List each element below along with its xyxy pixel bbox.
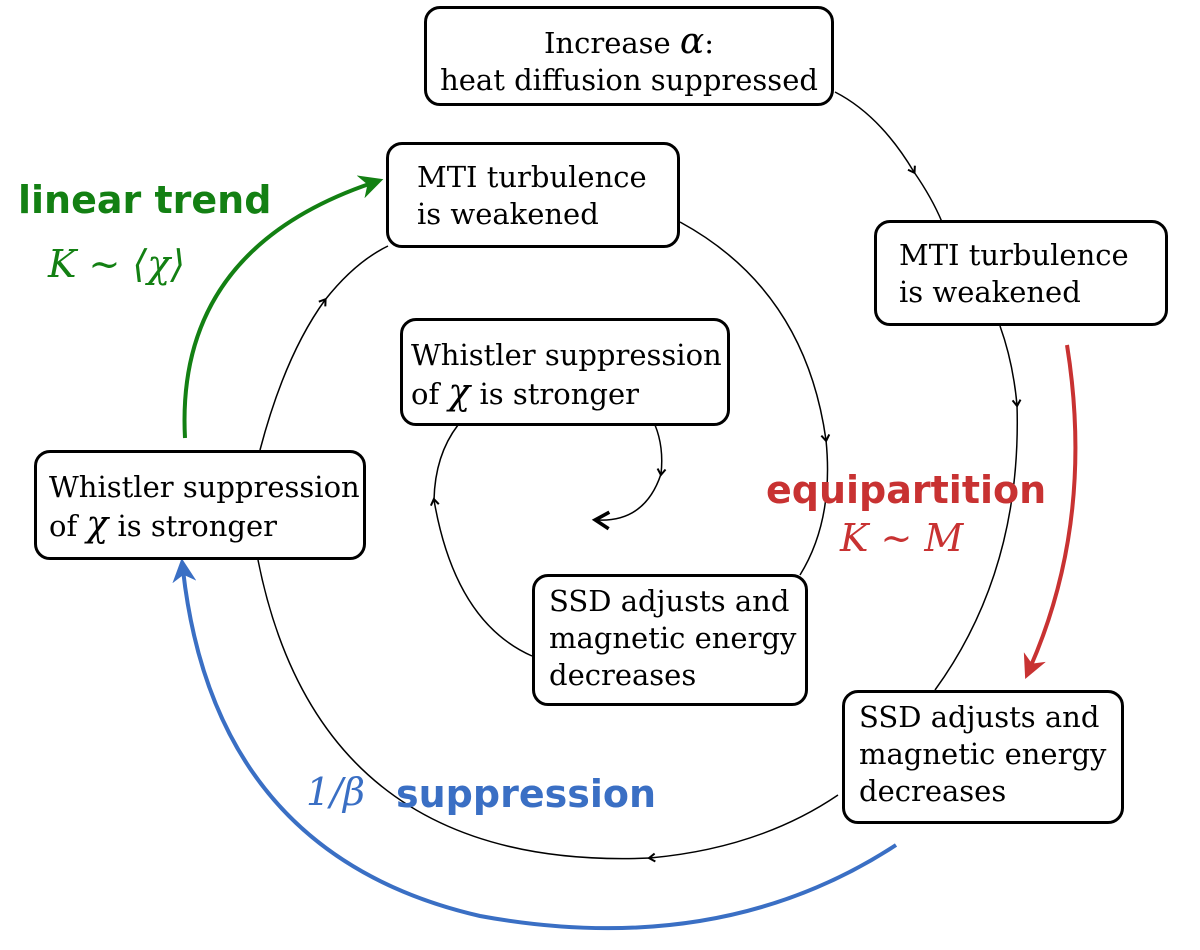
equipartition-arrow: [1023, 344, 1078, 679]
colon: :: [704, 26, 715, 60]
ssd-inner-line3: decreases: [549, 658, 697, 692]
suppression-formula: 1/β: [306, 770, 365, 814]
ssd-outer-box: SSD adjusts and magnetic energy decrease…: [842, 690, 1124, 824]
alpha-symbol: α: [679, 21, 705, 62]
ssd-outer-line2: magnetic energy: [859, 737, 1107, 771]
whistler-outer-line1: Whistler suppression: [49, 470, 360, 504]
mti-middle-line2: is weakened: [417, 197, 599, 231]
whistler-inner-line1: Whistler suppression: [411, 338, 722, 372]
chi-symbol-inner: χ: [448, 372, 471, 413]
mti-middle-line1: MTI turbulence: [417, 160, 647, 194]
ssd-inner-box: SSD adjusts and magnetic energy decrease…: [532, 574, 808, 706]
ssd-inner-line1: SSD adjusts and: [549, 584, 790, 618]
equipartition-title: equipartition: [766, 468, 1047, 512]
arrow-whistler-to-mti: [259, 297, 327, 451]
suppression-title: suppression: [396, 772, 657, 816]
increase-alpha-box: Increase α: heat diffusion suppressed: [424, 6, 834, 106]
increase-label: Increase: [543, 26, 680, 60]
suppression-arrow: [172, 558, 898, 931]
heat-diffusion-text: heat diffusion suppressed: [440, 63, 818, 97]
arrow-ssd-to-whistler-inner: [429, 497, 533, 657]
linear-trend-formula: K ∼ ⟨χ⟩: [48, 242, 186, 286]
whistler-outer-box: Whistler suppression of χ is stronger: [34, 450, 366, 560]
equipartition-formula: K ∼ M: [840, 516, 964, 560]
ssd-outer-line1: SSD adjusts and: [859, 700, 1100, 734]
ssd-outer-line3: decreases: [859, 774, 1007, 808]
linear-trend-title: linear trend: [18, 178, 272, 222]
whistler-outer-pre: of: [49, 509, 87, 543]
whistler-inner-box: Whistler suppression of χ is stronger: [400, 318, 730, 426]
mti-outer-line1: MTI turbulence: [899, 238, 1129, 272]
arrow-alpha-to-mti: [834, 91, 916, 175]
whistler-inner-pre: of: [411, 377, 449, 411]
chi-symbol: χ: [86, 504, 109, 545]
whistler-outer-post: is stronger: [108, 509, 277, 543]
mti-middle-box: MTI turbulence is weakened: [386, 142, 680, 248]
arrow-mti-to-ssd-inner: [679, 221, 831, 443]
arrow-inner-spiral: [654, 424, 667, 477]
arrow-ssd-to-whistler: [647, 794, 839, 863]
mti-outer-line2: is weakened: [899, 275, 1081, 309]
ssd-inner-line2: magnetic energy: [549, 621, 797, 655]
linear-trend-arrow: [182, 175, 384, 439]
whistler-inner-post: is stronger: [470, 377, 639, 411]
mti-outer-box: MTI turbulence is weakened: [874, 220, 1168, 326]
arrow-mti-to-ssd: [999, 325, 1022, 408]
